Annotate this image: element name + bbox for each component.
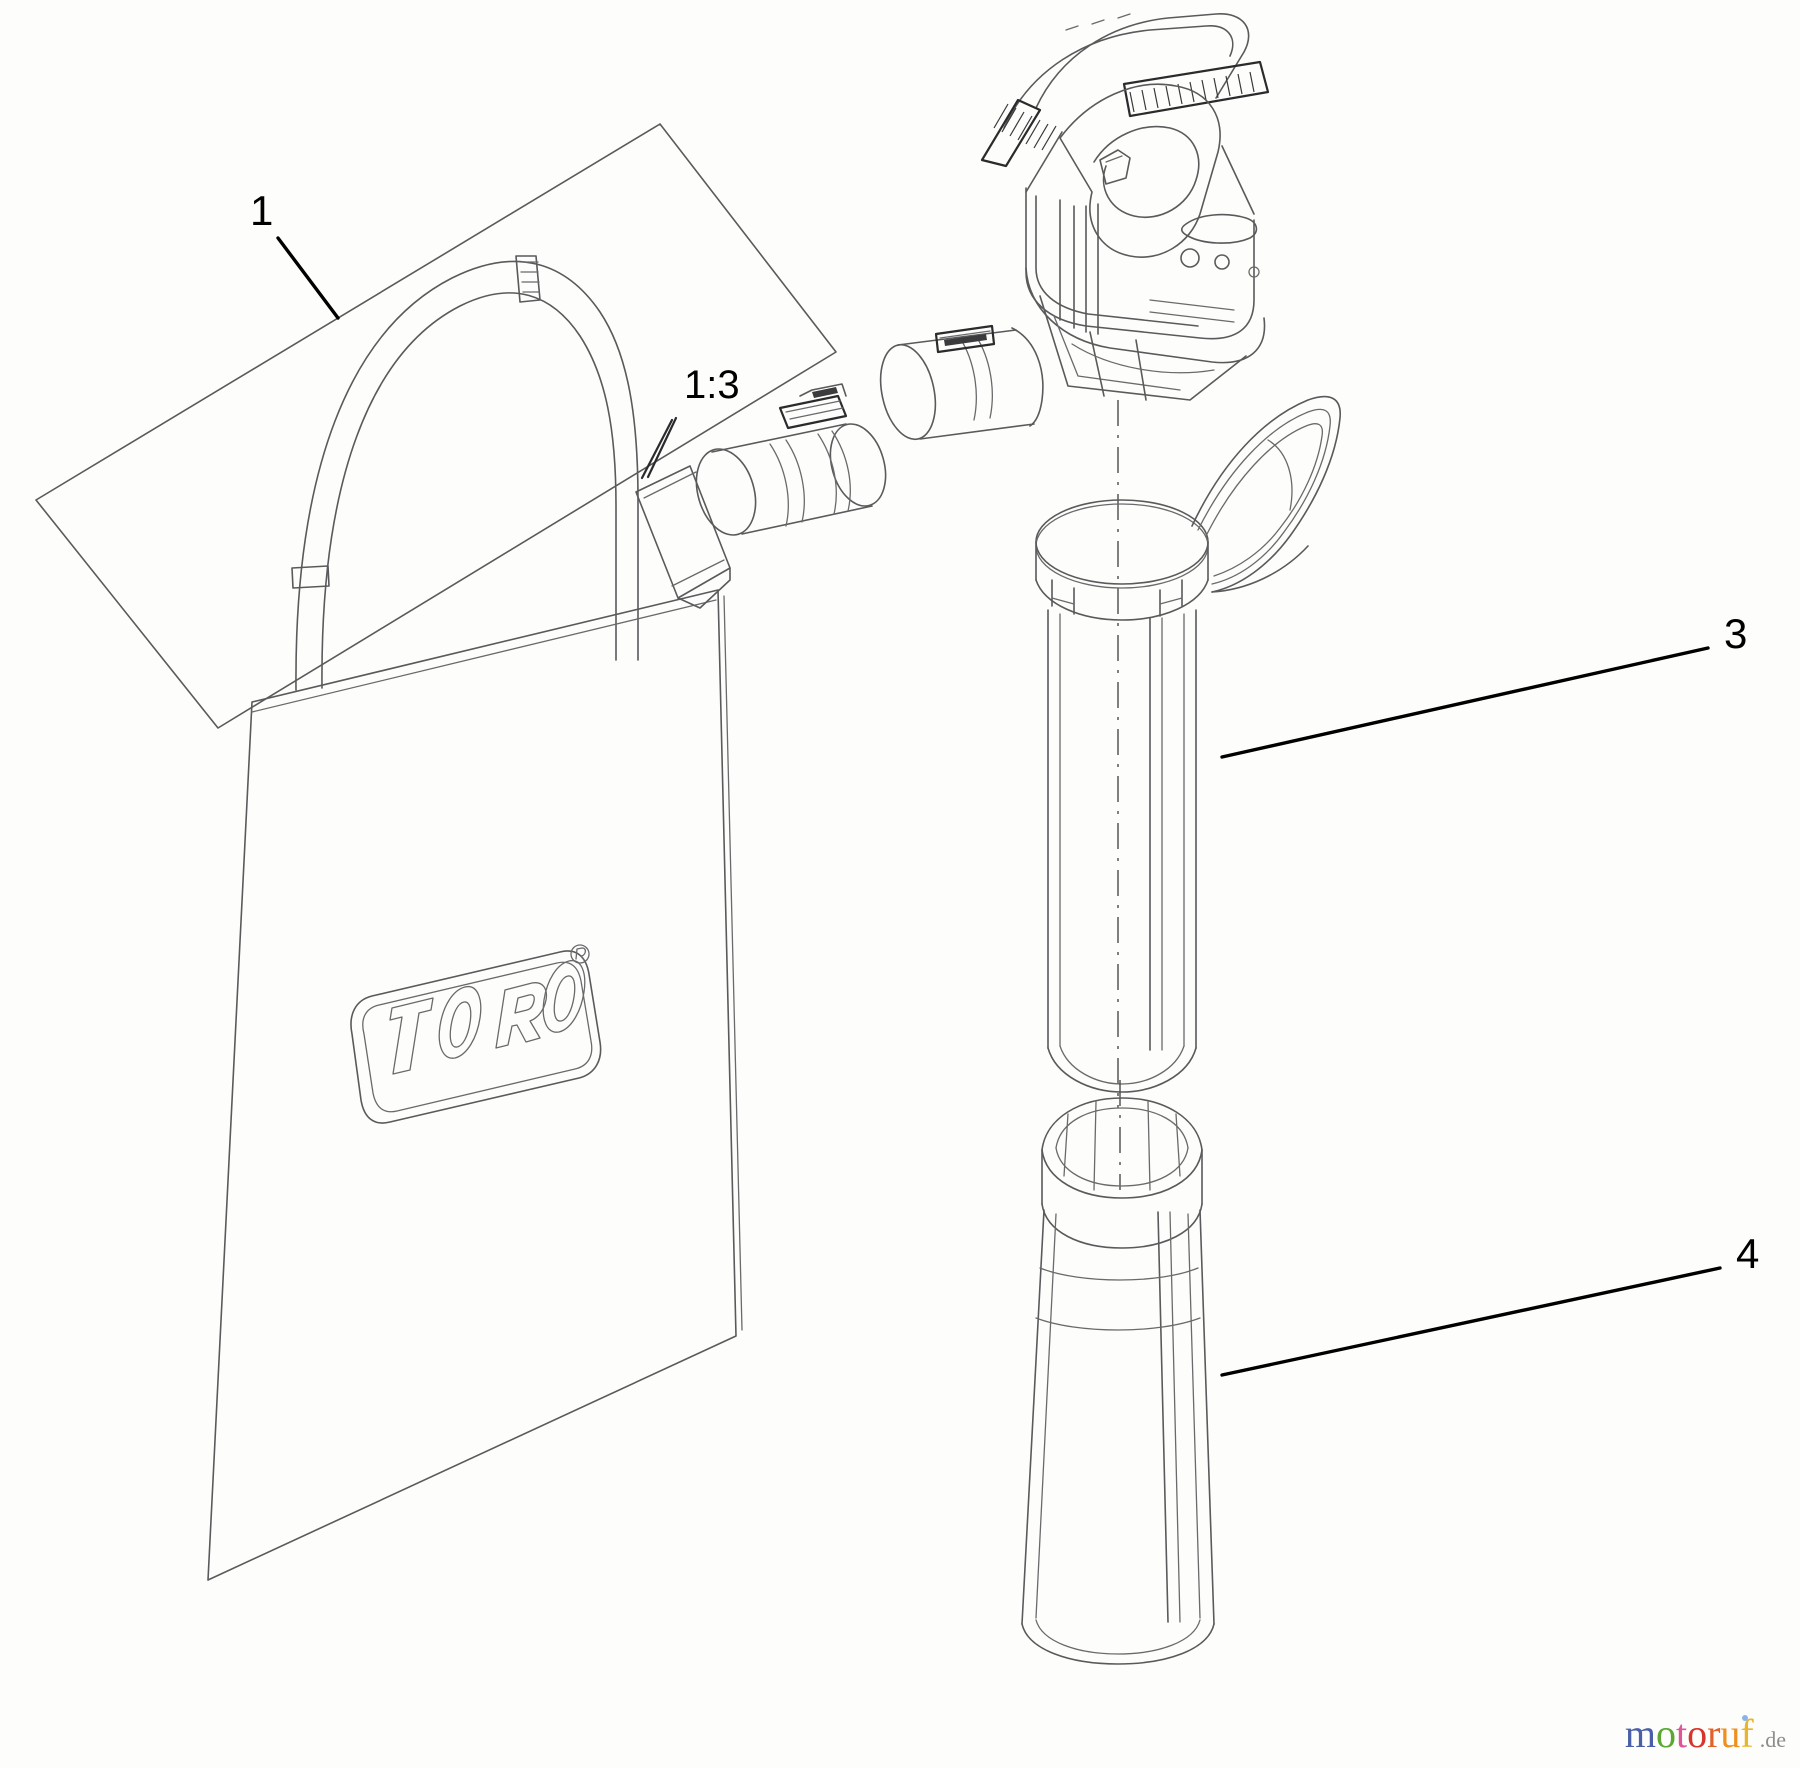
callout-label-3: 3 (1724, 610, 1747, 657)
callout-leaders (276, 236, 678, 479)
bag-body (207, 589, 743, 1581)
wm-dot-icon (1741, 1715, 1748, 1721)
wm-letter-t: t (1675, 1711, 1688, 1756)
callout-4-leader (1220, 1266, 1722, 1377)
wm-suffix: .de (1759, 1727, 1786, 1752)
callout-3-leader (1220, 646, 1710, 759)
motor-housing (1025, 83, 1266, 401)
wm-letter-o1: o (1655, 1711, 1676, 1756)
handle-grip (980, 13, 1270, 168)
callout-label-1-3: 1:3 (684, 363, 740, 407)
wm-letter-u: u (1720, 1711, 1741, 1756)
callout-1-3-leader (646, 416, 678, 479)
callout-labels: 1 1:3 3 4 (250, 187, 1759, 1277)
motoruf-watermark: motoruf.de (1625, 1714, 1786, 1754)
wm-letter-m: m (1624, 1711, 1656, 1756)
bag-back-flap (35, 123, 837, 729)
bag-shoulder-strap (291, 255, 639, 691)
toro-logo-badge (350, 944, 602, 1124)
callout-label-1: 1 (250, 187, 273, 234)
wm-letter-f: f (1740, 1711, 1754, 1756)
part-3-blower-tube (1035, 395, 1710, 1108)
part-1-3-bag-inlet-collar (640, 383, 887, 536)
tube-wing-fin (1191, 395, 1341, 593)
part-1-vacuum-bag-assembly (35, 123, 837, 1581)
blower-power-head (879, 13, 1270, 441)
wm-letter-r: r (1707, 1711, 1721, 1756)
part-4-concentrator-nozzle (1021, 1080, 1722, 1665)
callout-label-4: 4 (1736, 1230, 1759, 1277)
bag-inlet-cuff (635, 465, 731, 609)
wm-letter-o2: o (1687, 1711, 1708, 1756)
callout-1-leader (276, 236, 340, 320)
blower-outlet-tube (879, 324, 1044, 441)
